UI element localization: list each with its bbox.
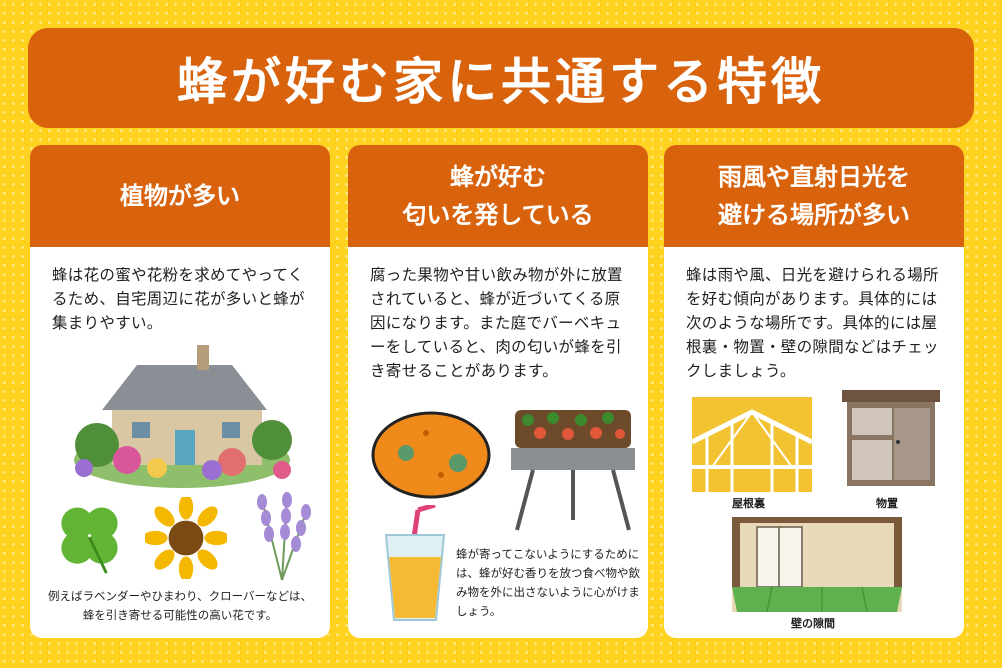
- card-heading-line: 雨風や直射日光を: [718, 163, 910, 191]
- card-heading-line: 蜂が好む: [450, 163, 546, 191]
- storage-label: 物置: [876, 497, 898, 510]
- caption-line: 蜂を引き寄せる可能性の高い花です。: [82, 608, 278, 622]
- attic-icon: [692, 397, 812, 492]
- caption-line: 例えばラベンダーやひまわり、クローバーなどは、: [48, 589, 312, 603]
- card-heading-text: 植物が多い: [120, 182, 240, 210]
- wall-gap-label: 壁の隙間: [791, 617, 835, 630]
- smells-caption: 蜂が寄ってこないようにするためには、蜂が好む香りを放つ食べ物や飲み物を外に出さな…: [456, 547, 640, 618]
- juice-glass-icon: [384, 505, 446, 621]
- wall-gap-icon: [732, 517, 902, 612]
- clover-icon: [61, 507, 118, 574]
- card-heading: 蜂が好む 匂いを発している: [348, 145, 648, 247]
- card-heading: 植物が多い: [30, 145, 330, 247]
- card-plants: 植物が多い 蜂は花の蜜や花粉を求めてやってくるため、自宅周辺に花が多いと蜂が集ま…: [30, 145, 330, 638]
- attic-label: 屋根裏: [732, 497, 765, 510]
- lavender-icon: [257, 492, 311, 581]
- card-body-text: 蜂は花の蜜や花粉を求めてやってくるため、自宅周辺に花が多いと蜂が集まりやすい。: [52, 266, 305, 332]
- cottage-illustration: [74, 345, 292, 488]
- rotten-orange-icon: [371, 411, 491, 499]
- card-heading-line: 避ける場所が多い: [718, 201, 910, 229]
- card-body-text: 蜂は雨や風、日光を避けられる場所を好む傾向があります。具体的には次のような場所で…: [686, 266, 939, 380]
- page-title: 蜂が好む家に共通する特徴: [177, 52, 825, 111]
- card-heading-line: 匂いを発している: [402, 201, 594, 229]
- card-smells: 蜂が好む 匂いを発している 腐った果物や甘い飲み物が外に放置されていると、蜂が近…: [348, 145, 648, 638]
- card-body-text: 腐った果物や甘い飲み物が外に放置されていると、蜂が近づいてくる原因になります。ま…: [370, 266, 623, 380]
- title-banner: 蜂が好む家に共通する特徴: [28, 28, 974, 128]
- card-shelter: 雨風や直射日光を 避ける場所が多い 蜂は雨や風、日光を避けられる場所を好む傾向が…: [664, 145, 964, 638]
- plants-caption: 例えばラベンダーやひまわり、クローバーなどは、 蜂を引き寄せる可能性の高い花です…: [40, 587, 320, 625]
- card-heading: 雨風や直射日光を 避ける場所が多い: [664, 145, 964, 247]
- bbq-grill-icon: [511, 410, 635, 531]
- sunflower-icon: [145, 497, 227, 579]
- storage-shed-icon: [842, 390, 940, 486]
